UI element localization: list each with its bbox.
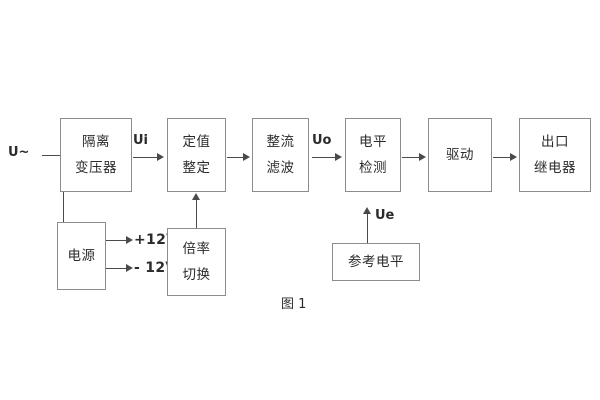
block-line: 整定 xyxy=(182,159,211,176)
level-to-drive-arrow-icon xyxy=(419,152,426,161)
block-line: 切换 xyxy=(182,266,211,283)
block-output-relay[interactable]: 出口 继电器 xyxy=(519,118,591,192)
block-multiplier-switch[interactable]: 倍率 切换 xyxy=(167,228,226,296)
signal-uo-label: Uo xyxy=(312,133,332,148)
block-line: 滤波 xyxy=(266,159,295,176)
block-setting-adjust[interactable]: 定值 整定 xyxy=(167,118,226,192)
reference-to-level-arrow-icon xyxy=(362,207,371,214)
power-positive-arrow-icon xyxy=(126,235,133,244)
multiplier-to-setting-line xyxy=(196,200,197,228)
block-line: 定值 xyxy=(182,134,211,151)
voltage-negative-label: - 12V xyxy=(134,260,177,276)
block-line: 继电器 xyxy=(534,159,576,176)
block-line: 隔离 xyxy=(82,134,110,151)
block-line: 电源 xyxy=(67,247,96,264)
rectify-to-level-line xyxy=(312,157,335,158)
voltage-positive-label: +12V xyxy=(134,232,178,248)
setting-to-rectify-arrow-icon xyxy=(243,152,250,161)
block-line: 驱动 xyxy=(446,146,474,163)
block-line: 检测 xyxy=(359,159,387,176)
input-split-vertical-line xyxy=(63,155,64,260)
block-line: 倍率 xyxy=(182,241,211,258)
setting-to-rectify-line xyxy=(227,157,243,158)
block-reference-level[interactable]: 参考电平 xyxy=(332,243,420,281)
power-positive-line xyxy=(106,240,126,241)
power-negative-arrow-icon xyxy=(126,263,133,272)
signal-ui-label: Ui xyxy=(133,133,149,148)
block-level-detect[interactable]: 电平 检测 xyxy=(345,118,401,192)
transformer-to-setting-line xyxy=(133,157,157,158)
block-line: 出口 xyxy=(541,134,569,151)
figure-caption: 图 1 xyxy=(281,297,307,312)
block-drive[interactable]: 驱动 xyxy=(428,118,492,192)
block-line: 电平 xyxy=(359,134,387,151)
drive-to-relay-line xyxy=(493,157,510,158)
multiplier-to-setting-arrow-icon xyxy=(191,193,200,200)
block-rectify-filter[interactable]: 整流 滤波 xyxy=(252,118,309,192)
input-feed-line xyxy=(42,155,64,156)
input-source-label: U~ xyxy=(8,145,30,160)
level-to-drive-line xyxy=(402,157,419,158)
block-line: 变压器 xyxy=(75,159,117,176)
drive-to-relay-arrow-icon xyxy=(510,152,517,161)
block-line: 参考电平 xyxy=(348,253,404,270)
block-line: 整流 xyxy=(266,134,295,151)
rectify-to-level-arrow-icon xyxy=(335,152,342,161)
signal-ue-label: Ue xyxy=(375,208,395,223)
reference-to-level-line xyxy=(367,214,368,243)
block-power-supply[interactable]: 电源 xyxy=(57,222,106,290)
transformer-to-setting-arrow-icon xyxy=(157,152,164,161)
power-negative-line xyxy=(106,268,126,269)
block-isolation-transformer[interactable]: 隔离 变压器 xyxy=(60,118,132,192)
